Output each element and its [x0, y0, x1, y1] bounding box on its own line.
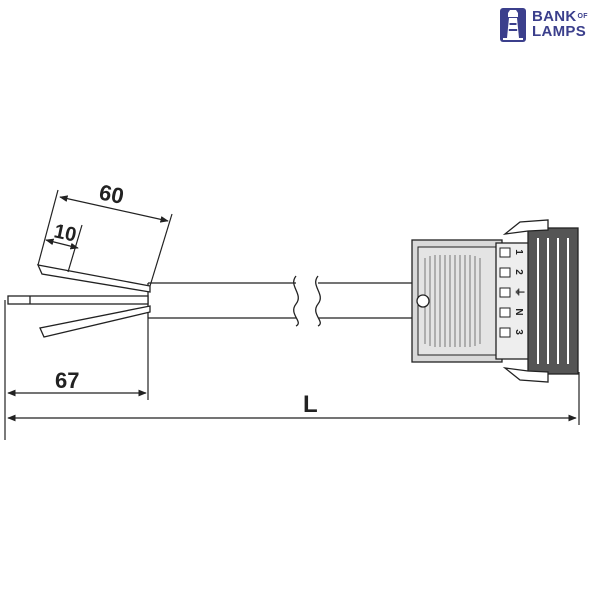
dimension-label-L: L: [303, 391, 318, 418]
pin-label: 2: [513, 269, 524, 275]
dimension-sheath-strip: [4, 300, 149, 440]
lighthouse-icon: [500, 8, 526, 42]
pin-labels: 1 2 ⏚ N 3: [513, 249, 525, 335]
dimension-total-length: [7, 372, 580, 425]
pin-label: N: [513, 308, 524, 315]
cable-sheath: [147, 275, 412, 327]
wire-top: [36, 264, 151, 293]
connector: [411, 219, 579, 383]
dimension-label-10: 10: [52, 220, 78, 246]
wire-middle: [7, 295, 149, 305]
logo-of: OF: [577, 13, 588, 20]
pin-label: 1: [513, 249, 524, 255]
pin-label: 3: [513, 329, 524, 335]
dimension-label-60: 60: [97, 179, 126, 209]
logo-text: BANKOF LAMPS: [532, 9, 588, 39]
logo-line2: LAMPS: [532, 23, 586, 40]
logo-line1: BANK: [532, 8, 577, 25]
pin-label: ⏚: [513, 287, 525, 297]
dimension-wire-length: [37, 189, 173, 287]
dimension-wire-strip: [45, 224, 83, 273]
dimension-label-67: 67: [55, 368, 79, 393]
brand-logo: BANKOF LAMPS: [500, 8, 600, 42]
wire-bottom: [39, 305, 151, 338]
